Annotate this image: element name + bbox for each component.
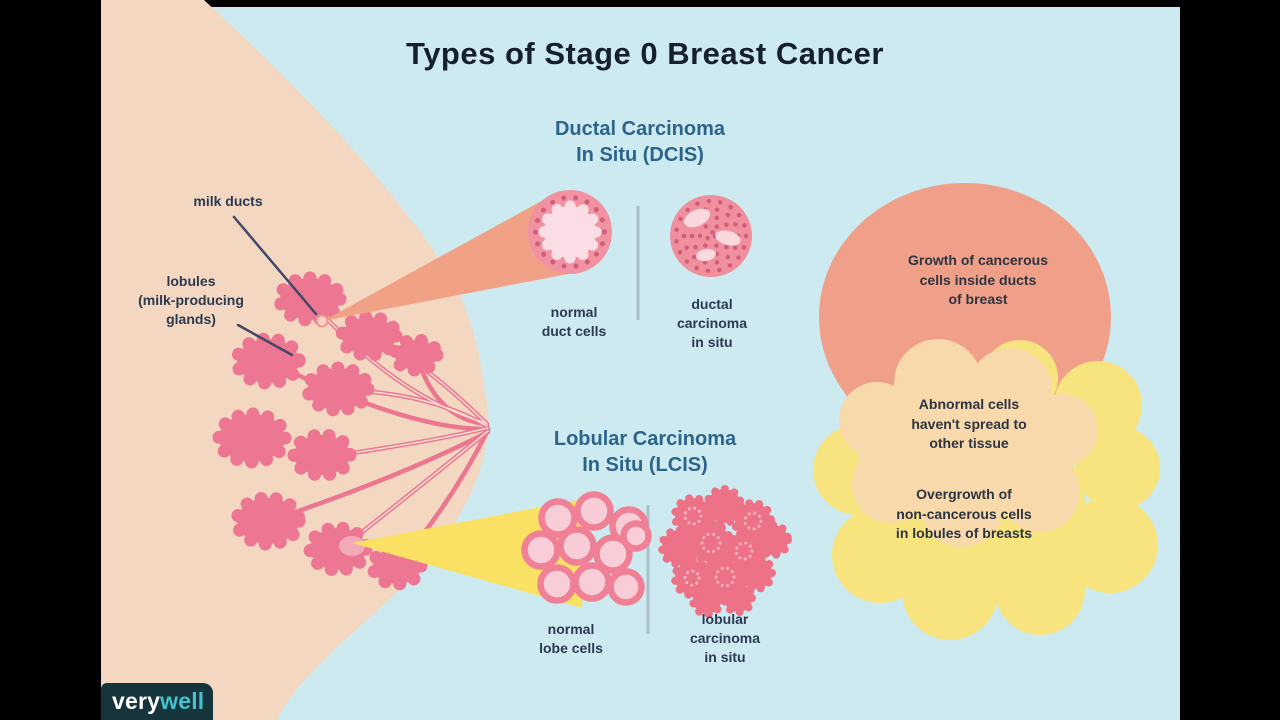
lobules-label: lobules (milk-producing glands) [138,273,244,327]
normal-lobe-cells-label: normal lobe cells [539,621,603,656]
normal-duct-cells-label: normal duct cells [541,304,607,339]
venn-overlap-description: Abnormal cells haven't spread to other t… [911,396,1027,451]
dcis-heading: Ductal Carcinoma In Situ (DCIS) [554,118,726,166]
infographic-background [101,0,1180,720]
verywell-logo-part1: very [112,688,161,714]
lobular-carcinoma-label: lobular carcinoma in situ [689,611,761,665]
top-letterbox-strip [201,0,1180,7]
venn-lcis-description: Overgrowth of non-cancerous cells in lob… [895,486,1033,541]
ductal-carcinoma-label: ductal carcinoma in situ [676,296,748,350]
venn-dcis-description: Growth of cancerous cells inside ducts o… [907,252,1049,307]
lcis-heading: Lobular Carcinoma In Situ (LCIS) [553,428,737,476]
page-title: Types of Stage 0 Breast Cancer [406,36,884,71]
left-letterbox-bar [0,0,101,720]
milk-ducts-label: milk ducts [193,193,263,209]
verywell-logo-part2: well [160,688,205,714]
right-letterbox-bar [1180,0,1280,720]
